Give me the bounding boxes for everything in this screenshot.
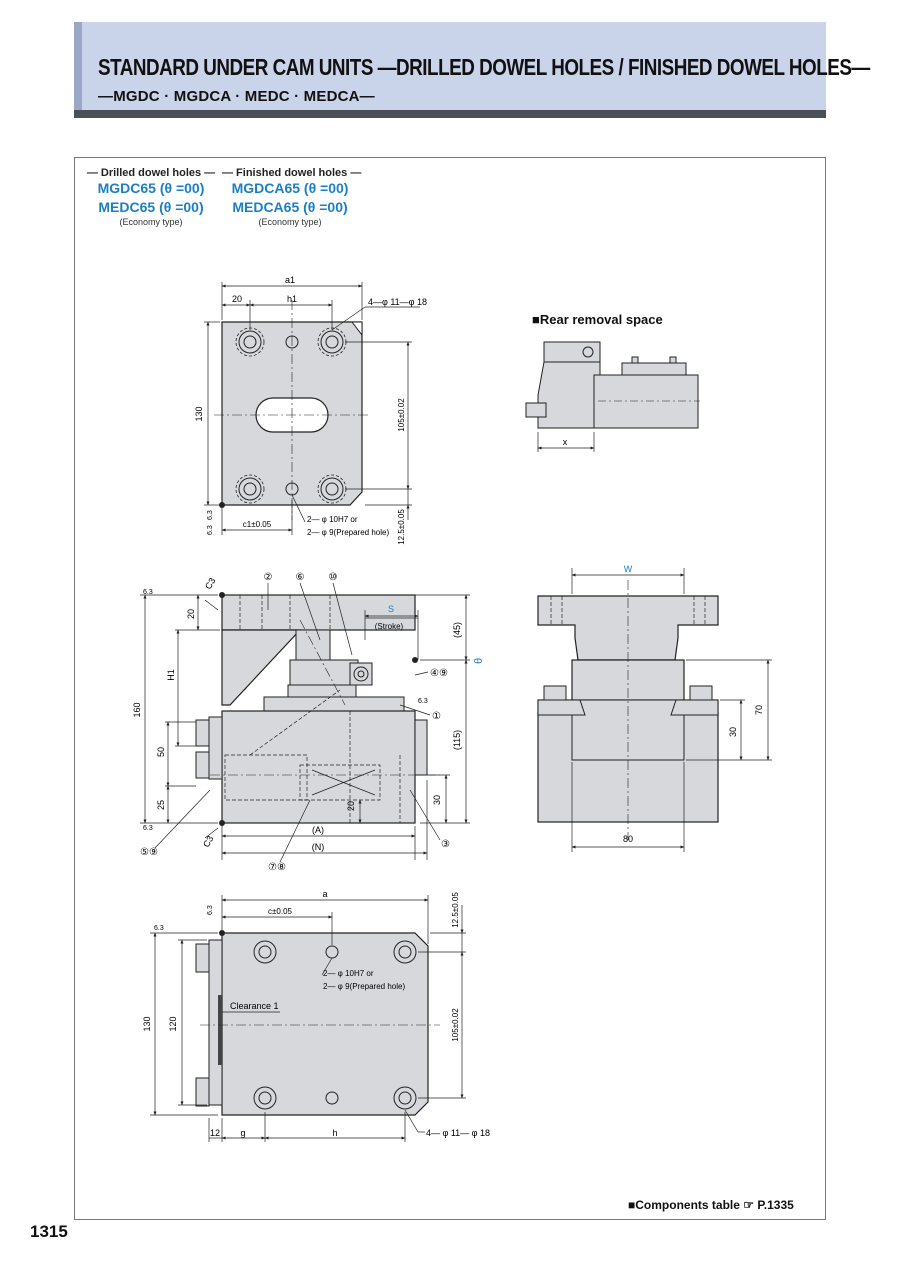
dim-c: c±0.05 [268,907,293,916]
top-view: a1 20 h1 4—φ 11—φ 18 130 105±0.02 12.5±0… [194,275,427,545]
dim-a1: a1 [285,275,295,285]
dim-stroke: (Stroke) [375,622,404,631]
roughness-bottom-2: 6.3 [207,905,214,915]
roughness-front-3: 6.3 [418,698,428,705]
dim-20: 20 [232,294,242,304]
dim-w: W [624,564,633,574]
roughness-bottom-1: 6.3 [154,925,164,932]
dim-160: 160 [132,702,142,717]
top-holes-callout: 4—φ 11—φ 18 [368,297,427,307]
page-title: STANDARD UNDER CAM UNITS —DRILLED DOWEL … [98,54,870,80]
dim-c1: c1±0.05 [243,520,272,529]
finished-note: (Economy type) [258,217,322,227]
dim-N: (N) [312,842,325,852]
drilled-note: (Economy type) [119,217,183,227]
finished-code-2: MEDCA65 (θ =00) [232,199,348,215]
dim-80: 80 [623,834,633,844]
dim-105-bottom: 105±0.02 [451,1008,460,1042]
front-view: C3 C3 20 H1 160 50 25 S (Stroke) (45) θ … [132,572,485,873]
drilled-heading: — Drilled dowel holes — [86,167,216,179]
dim-50: 50 [156,747,166,757]
drilled-code-1: MGDC65 (θ =00) [97,180,205,196]
callout-10: ⑩ [329,572,338,583]
dim-s: S [388,604,394,614]
finished-code-1: MGDCA65 (θ =00) [231,180,349,196]
rear-removal-view: x [525,341,700,452]
dim-x: x [563,437,568,447]
dim-30-side: 30 [728,727,738,737]
callout-6: ⑥ [296,572,305,583]
dim-h: h [332,1128,337,1138]
callout-2: ② [264,572,273,583]
finished-heading: — Finished dowel holes — [222,167,362,179]
finished-types: — Finished dowel holes — MGDCA65 (θ =00)… [222,167,362,227]
callout-3: ③ [441,839,450,850]
bottom-holes-callout: 4— φ 11— φ 18 [426,1128,490,1138]
dim-45: (45) [452,622,462,638]
page-subtitle: —MGDC · MGDCA · MEDC · MEDCA— [98,88,375,105]
callout-7-8: ⑦⑧ [268,862,286,873]
callout-5-9: ⑤⑨ [140,847,158,858]
roughness-front-1: 6.3 [143,589,153,596]
dowel-callout-1: 2— φ 10H7 or [307,515,358,524]
dim-h1: h1 [287,294,297,304]
drilled-types: — Drilled dowel holes — MGDC65 (θ =00) M… [86,167,216,227]
dim-70: 70 [754,705,764,715]
dim-12-5-bottom: 12.5±0.05 [451,892,460,928]
dim-20-slot: 20 [346,801,356,811]
header-rule [74,110,826,118]
dim-20-front: 20 [186,609,196,619]
dim-105: 105±0.02 [397,398,406,432]
roughness-front-2: 6.3 [143,825,153,832]
dim-130-bottom: 130 [142,1016,152,1031]
chamfer-c3-bottom: C3 [201,834,215,849]
dim-25: 25 [156,800,166,810]
side-view: W 70 30 80 [537,564,772,852]
dim-30-front: 30 [432,795,442,805]
drawing-frame [74,157,826,1220]
chamfer-c3-top: C3 [203,576,217,591]
page-number: 1315 [30,1222,68,1241]
dowel-callout-2: 2— φ 9(Prepared hole) [307,528,389,537]
header-band-accent [74,22,82,112]
dim-A: (A) [312,825,324,835]
dowel-callout-bottom-2: 2— φ 9(Prepared hole) [323,982,405,991]
dim-130: 130 [194,406,204,421]
dim-115: (115) [452,730,462,750]
page-header: STANDARD UNDER CAM UNITS —DRILLED DOWEL … [74,22,870,118]
dim-g: g [240,1128,245,1138]
components-table-reference: ■Components table ☞ P.1335 [628,1198,794,1212]
dim-120: 120 [168,1016,178,1031]
dowel-callout-bottom-1: 2— φ 10H7 or [323,969,374,978]
dim-H1: H1 [166,669,176,681]
header-band [74,22,826,112]
callout-4-9: ④⑨ [430,668,448,679]
roughness-symbol-2: 6.3 [207,525,214,535]
dim-12-5: 12.5±0.05 [397,509,406,545]
clearance-label: Clearance 1 [230,1001,279,1011]
drilled-code-2: MEDC65 (θ =00) [98,199,204,215]
callout-1: ① [432,711,441,722]
rear-removal-title: ■Rear removal space [532,312,663,327]
bottom-view: a c±0.05 12.5±0.05 2— φ 10H7 or 2— φ 9(P… [142,889,490,1142]
dim-a: a [322,889,327,899]
dim-12: 12 [210,1128,220,1138]
dim-theta: θ [473,658,485,664]
roughness-symbol: 6.3 [207,510,214,520]
